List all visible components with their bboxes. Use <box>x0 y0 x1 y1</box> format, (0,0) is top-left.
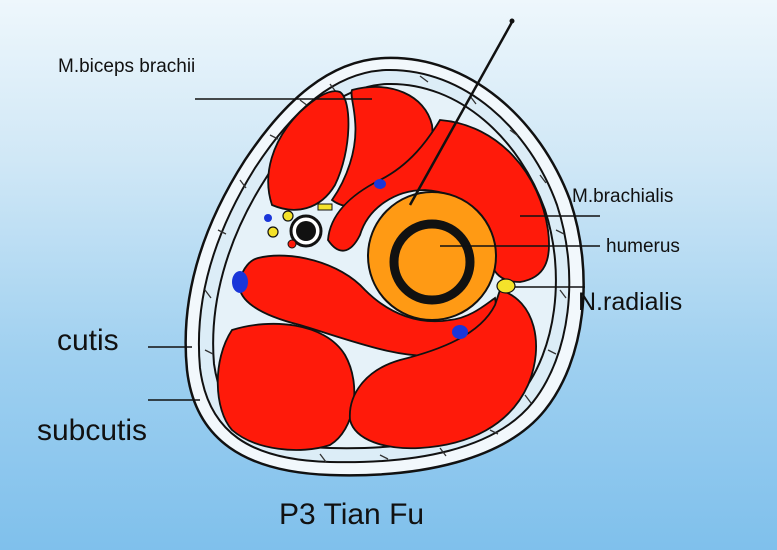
triceps-medial-head <box>349 288 537 450</box>
label-biceps: M.biceps brachii <box>58 56 196 77</box>
cephalic-vein <box>374 179 386 189</box>
biceps-long-head <box>267 90 350 211</box>
acupuncture-needle <box>408 21 514 206</box>
label-acupoint: P3 Tian Fu <box>279 498 425 531</box>
musculocutaneous-nerve <box>317 203 333 211</box>
label-humerus: humerus <box>606 236 680 257</box>
triceps-long-head <box>216 322 356 451</box>
label-brachialis: M.brachialis <box>572 186 674 207</box>
radial-vessel <box>452 325 468 339</box>
ulnar-nerve <box>267 226 279 238</box>
radial-nerve <box>496 278 516 294</box>
vessel-small-red <box>287 239 297 249</box>
basilic-vein <box>232 271 248 293</box>
label-subcutis: subcutis <box>37 414 148 447</box>
label-radialis: N.radialis <box>578 288 683 316</box>
humerus-marrow <box>404 234 460 290</box>
brachial-artery-lumen <box>296 221 316 241</box>
needle-tip <box>509 18 515 24</box>
median-nerve <box>282 210 294 222</box>
humerus-cortex <box>389 219 475 305</box>
label-cutis: cutis <box>57 324 119 357</box>
brachial-vein <box>264 214 272 222</box>
